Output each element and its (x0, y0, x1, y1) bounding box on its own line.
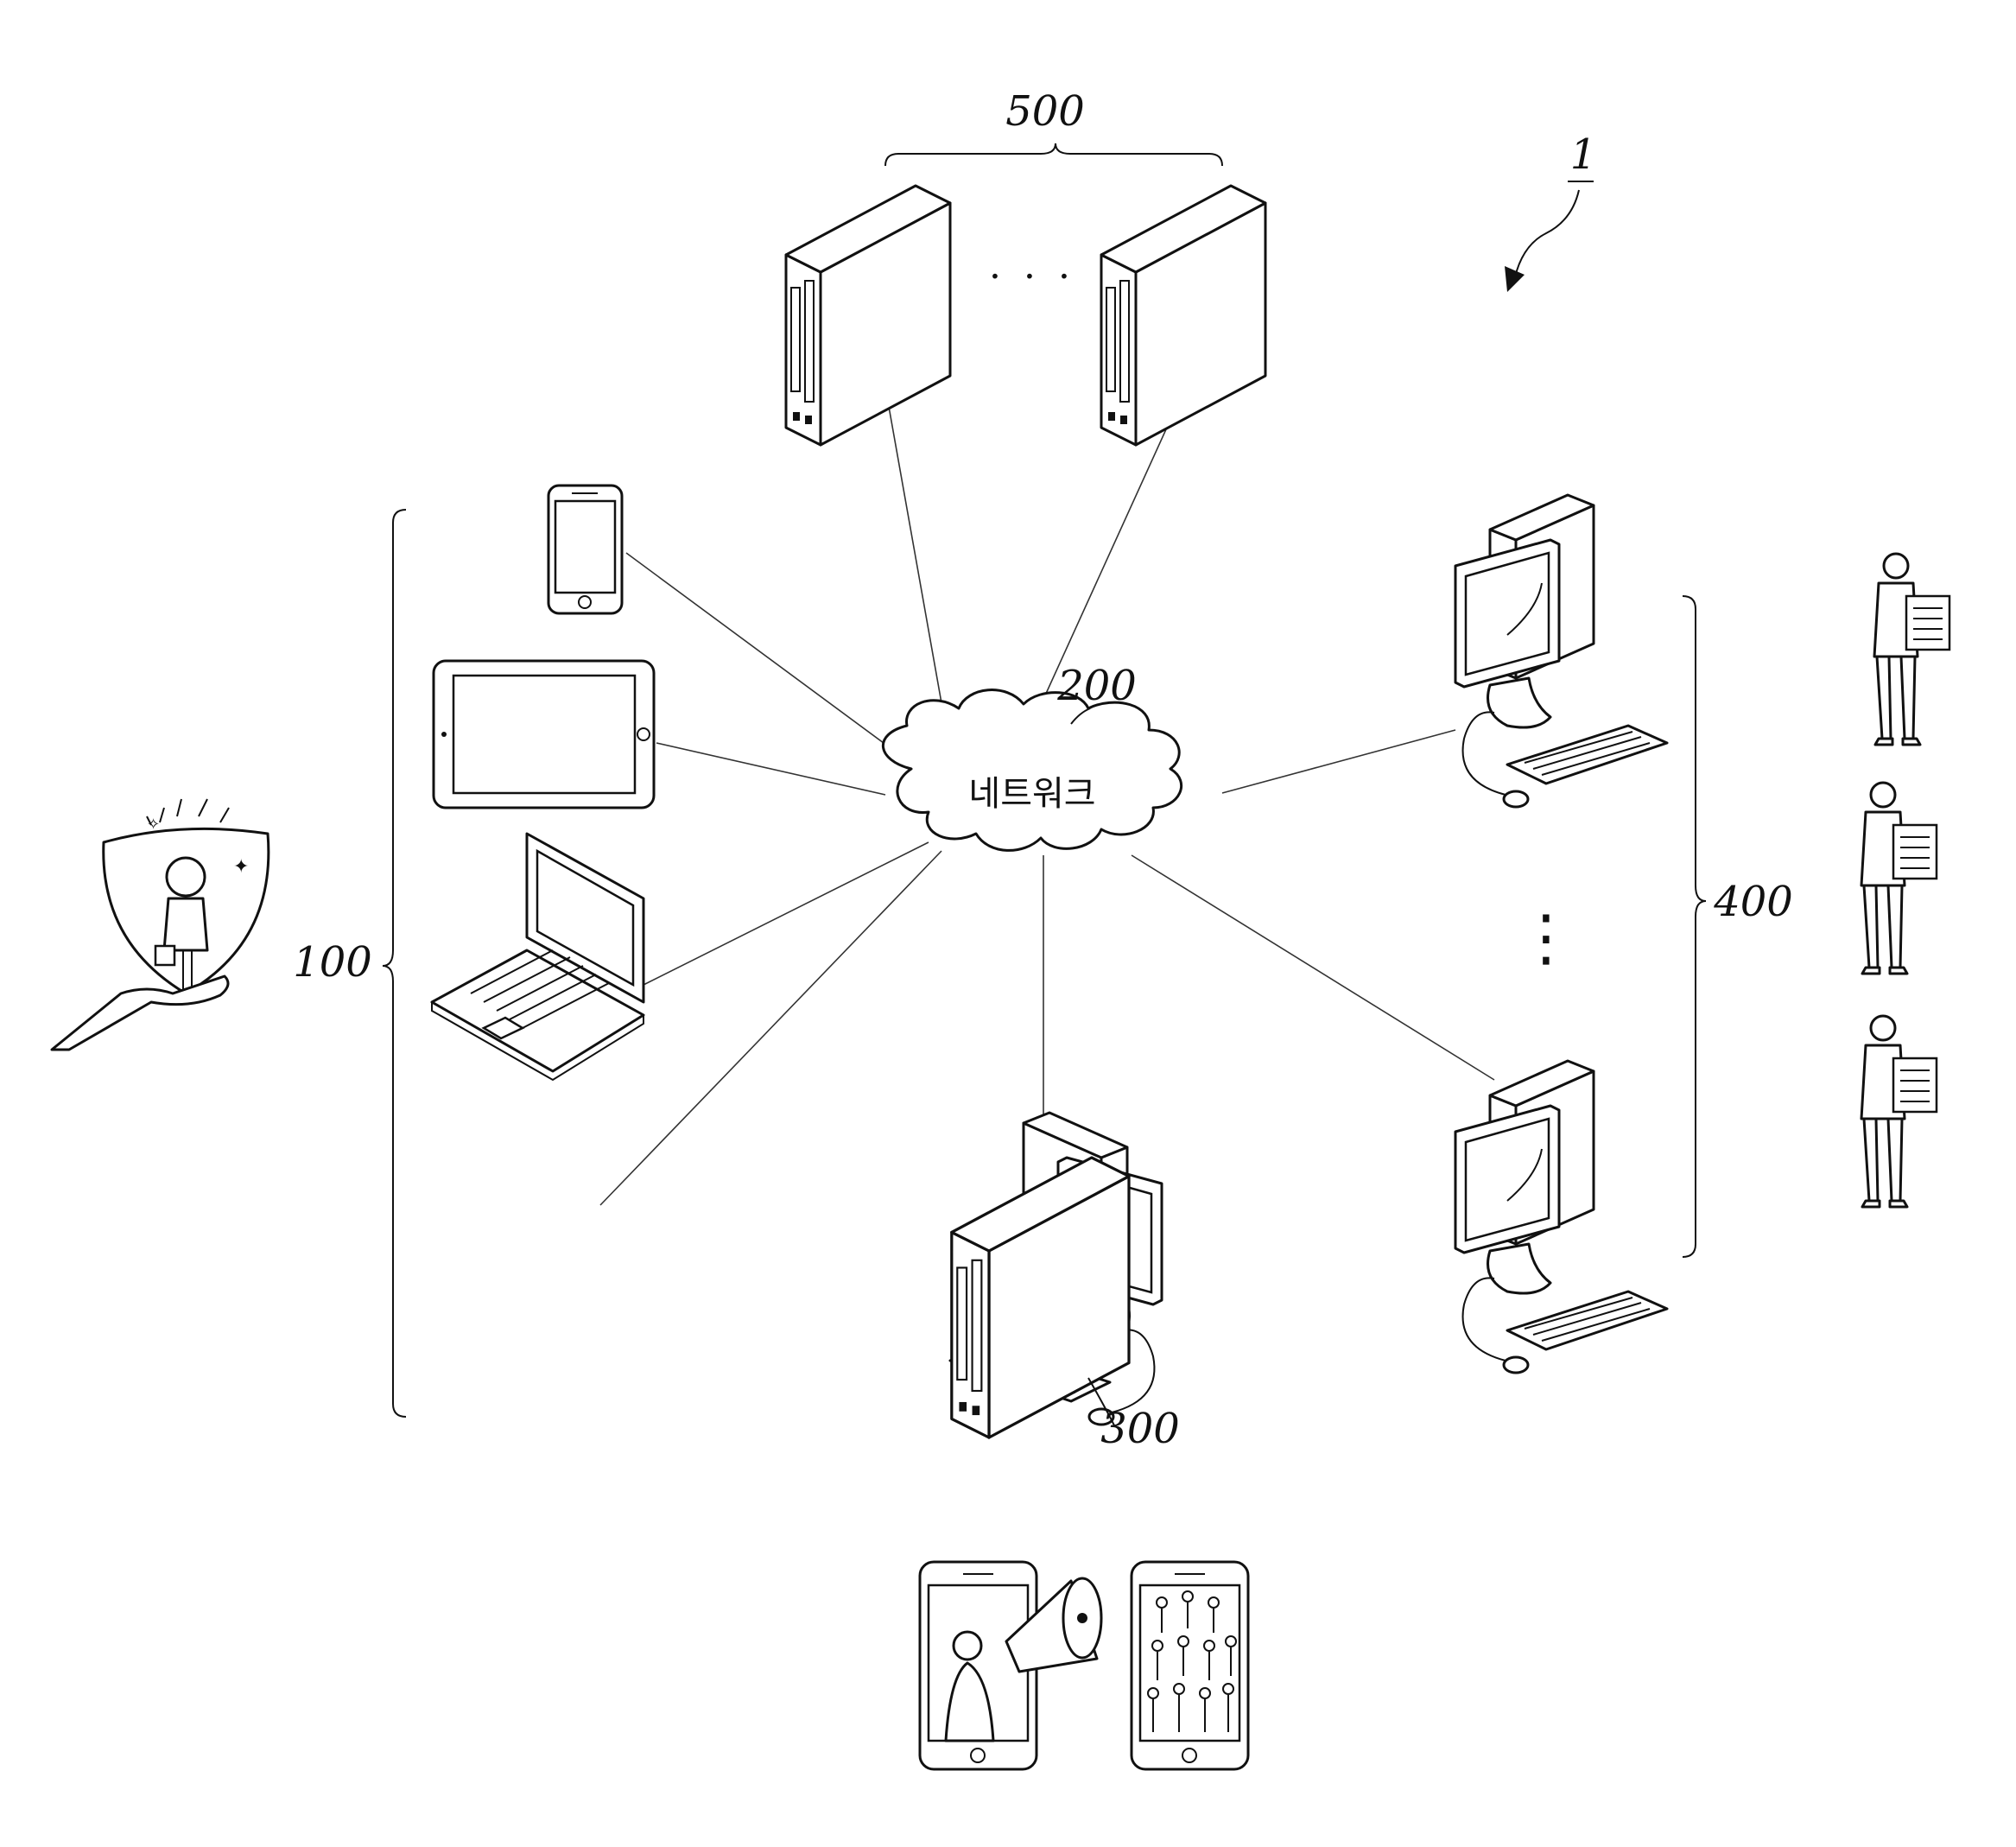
brace-400 (1682, 595, 1707, 1258)
ref-500: 500 (1005, 87, 1085, 136)
link-desktop-right-top (1221, 729, 1456, 794)
desktop-computer-icon (1454, 1059, 1669, 1374)
system-reference: 1 (1505, 130, 1596, 292)
link-desktop-left (599, 850, 942, 1206)
salesperson-icon (1873, 552, 1951, 746)
server-tower-icon (950, 1156, 1131, 1439)
smartphone-icon (547, 484, 624, 615)
advertising-phones-icon (918, 1560, 1250, 1771)
ref-100: 100 (293, 938, 372, 987)
link-desktop-right-bottom (1131, 854, 1495, 1081)
network-label: 네트워크 (968, 774, 1095, 814)
desktop-computer-icon (1454, 493, 1669, 809)
server-tower-icon (1100, 184, 1267, 447)
user-devices: 100 (293, 484, 1163, 1426)
external-servers: 500 · · · (784, 87, 1267, 447)
link-tablet (656, 742, 886, 796)
reference-arrow (1512, 189, 1580, 286)
cloud-shape (881, 689, 1182, 852)
ellipsis-horizontal: · · · (989, 255, 1075, 299)
svg-text:✧: ✧ (147, 816, 160, 834)
link-server-500-a (880, 362, 951, 752)
laptop-icon (430, 832, 645, 1082)
salespeople (1860, 552, 1951, 1209)
server-tower-icon (784, 184, 952, 447)
salesperson-icon (1860, 1014, 1938, 1209)
brace-500 (884, 143, 1223, 167)
tablet-icon (432, 659, 656, 809)
main-server: 300 (950, 1156, 1180, 1453)
ref-200: 200 (1056, 662, 1137, 710)
network-cloud: 네트워크 200 (881, 662, 1182, 852)
brace-100 (382, 509, 407, 1418)
svg-text:✦: ✦ (233, 856, 249, 878)
ellipsis-vertical: ⋮ (1515, 901, 1577, 974)
link-laptop (643, 841, 929, 986)
ref-1: 1 (1570, 130, 1597, 179)
ref-400: 400 (1713, 878, 1793, 926)
link-phone (625, 552, 908, 761)
ref-300: 300 (1100, 1405, 1180, 1453)
insurance-shield-icon: ✦ ✧ (50, 798, 270, 1051)
member-terminals: ⋮ 400 (1454, 493, 1793, 1374)
salesperson-icon (1860, 781, 1938, 975)
